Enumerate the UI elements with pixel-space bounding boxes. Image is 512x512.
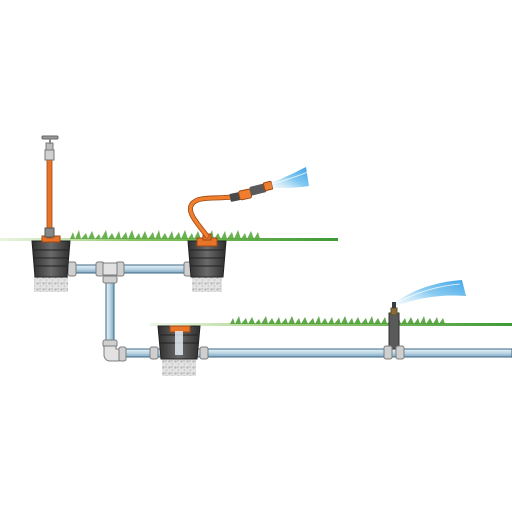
upper-ground-grass — [0, 230, 338, 241]
standpipe-tap-icon — [41, 135, 59, 239]
water-socket-box-icon — [149, 325, 209, 376]
lower-ground-grass — [150, 316, 512, 326]
hose-connector-icon — [188, 188, 253, 239]
water-socket-box-icon — [31, 235, 71, 292]
pop-up-sprinkler-icon — [383, 280, 466, 360]
pipe-elbow-connector-icon — [102, 339, 127, 362]
pipe-network — [63, 264, 512, 358]
water-socket-box-icon — [187, 233, 227, 292]
spray-nozzle-icon — [249, 167, 309, 196]
upper-pipe — [63, 264, 197, 274]
pipe-tee-connector-icon — [67, 261, 193, 284]
